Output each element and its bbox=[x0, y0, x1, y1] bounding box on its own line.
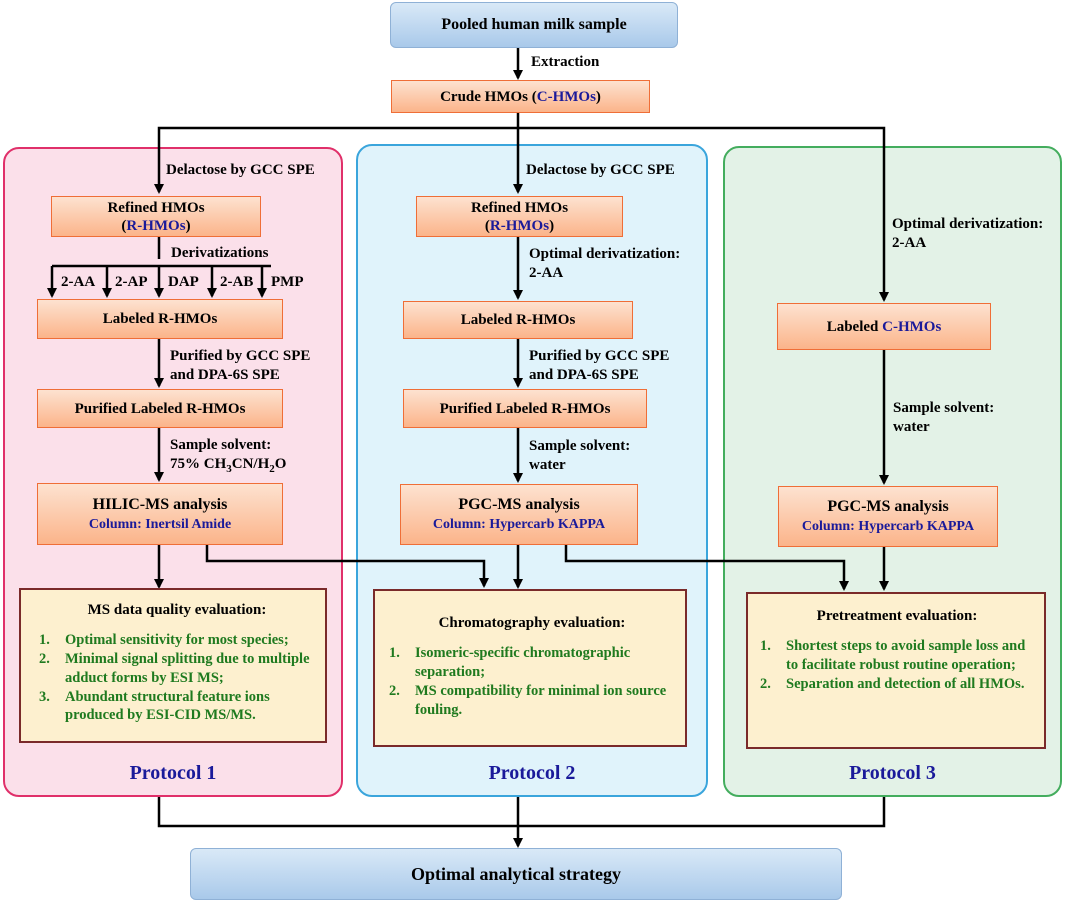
p1-delactose-label: Delactose by GCC SPE bbox=[166, 162, 315, 178]
p2-derivatization-label: Optimal derivatization: 2-AA bbox=[529, 246, 681, 281]
p1-solvent-label: Sample solvent: 75% CH3CN/H2O bbox=[170, 437, 287, 475]
p3-analysis-box: PGC-MS analysis Column: Hypercarb KAPPA bbox=[778, 486, 998, 547]
p3-solvent-label: Sample solvent: water bbox=[893, 400, 995, 435]
list-item: 1.Isomeric-specific chromatographic sepa… bbox=[389, 645, 631, 680]
p2-eval-title: Chromatography evaluation: bbox=[438, 615, 626, 631]
p3-eval-box: Pretreatment evaluation: 1.Shortest step… bbox=[746, 592, 1046, 749]
p3-eval-list: 1.Shortest steps to avoid sample loss an… bbox=[760, 637, 1034, 694]
p1-purified-labeled-box: Purified Labeled R-HMOs bbox=[37, 389, 283, 428]
crude-hmos-text: Crude HMOs (C-HMOs) bbox=[440, 88, 601, 105]
list-item: 1.Optimal sensitivity for most species; bbox=[39, 632, 289, 648]
p2-refined-hmos-box: Refined HMOs (R-HMOs) bbox=[416, 196, 623, 237]
protocol-1-title: Protocol 1 bbox=[129, 762, 217, 784]
p2-delactose-label: Delactose by GCC SPE bbox=[526, 162, 675, 178]
list-item: 2.Separation and detection of all HMOs. bbox=[760, 675, 1025, 692]
p2-purified-labeled-box: Purified Labeled R-HMOs bbox=[403, 389, 647, 428]
list-item: 2.MS compatibility for minimal ion sourc… bbox=[389, 682, 667, 718]
p1-eval-list: 1.Optimal sensitivity for most species; … bbox=[39, 631, 315, 725]
p1-refined-hmos-box: Refined HMOs (R-HMOs) bbox=[51, 196, 261, 237]
p2-eval-list: 1.Isomeric-specific chromatographic sepa… bbox=[389, 644, 675, 719]
p1-reagent-pmp: PMP bbox=[271, 274, 304, 290]
p1-purified-label: Purified by GCC SPE and DPA-6S SPE bbox=[170, 348, 311, 383]
p2-analysis-box: PGC-MS analysis Column: Hypercarb KAPPA bbox=[400, 484, 638, 545]
p1-derivatizations-label: Derivatizations bbox=[171, 245, 269, 261]
p1-reagent-2ap: 2-AP bbox=[115, 274, 148, 290]
extraction-label: Extraction bbox=[531, 54, 600, 70]
protocol-3-title: Protocol 3 bbox=[849, 762, 936, 784]
p3-labeled-box: Labeled C-HMOs bbox=[777, 303, 991, 350]
p3-derivatization-label: Optimal derivatization: 2-AA bbox=[892, 216, 1044, 251]
list-item: 3.Abundant structural feature ions produ… bbox=[39, 688, 270, 724]
pooled-milk-sample-box: Pooled human milk sample bbox=[390, 2, 678, 48]
p1-reagent-2ab: 2-AB bbox=[220, 274, 254, 290]
optimal-strategy-text: Optimal analytical strategy bbox=[411, 863, 621, 884]
list-item: 2.Minimal signal splitting due to multip… bbox=[39, 650, 310, 686]
p1-eval-title: MS data quality evaluation: bbox=[87, 602, 267, 618]
p2-purified-label: Purified by GCC SPE and DPA-6S SPE bbox=[529, 348, 670, 383]
p3-eval-title: Pretreatment evaluation: bbox=[816, 608, 978, 624]
list-item: 1.Shortest steps to avoid sample loss an… bbox=[760, 638, 1026, 673]
p2-labeled-box: Labeled R-HMOs bbox=[403, 301, 633, 339]
crude-hmos-box: Crude HMOs (C-HMOs) bbox=[391, 80, 650, 113]
p1-eval-box: MS data quality evaluation: 1.Optimal se… bbox=[19, 588, 327, 743]
p1-analysis-box: HILIC-MS analysis Column: Inertsil Amide bbox=[37, 483, 283, 545]
p1-labeled-box: Labeled R-HMOs bbox=[37, 299, 283, 339]
p1-reagent-dap: DAP bbox=[168, 274, 199, 290]
p2-solvent-label: Sample solvent: water bbox=[529, 438, 631, 473]
pooled-milk-sample-text: Pooled human milk sample bbox=[441, 16, 627, 33]
optimal-strategy-box: Optimal analytical strategy bbox=[190, 848, 842, 900]
p1-reagent-2aa: 2-AA bbox=[61, 274, 96, 290]
p2-eval-box: Chromatography evaluation: 1.Isomeric-sp… bbox=[373, 589, 687, 747]
protocol-2-title: Protocol 2 bbox=[488, 762, 576, 784]
